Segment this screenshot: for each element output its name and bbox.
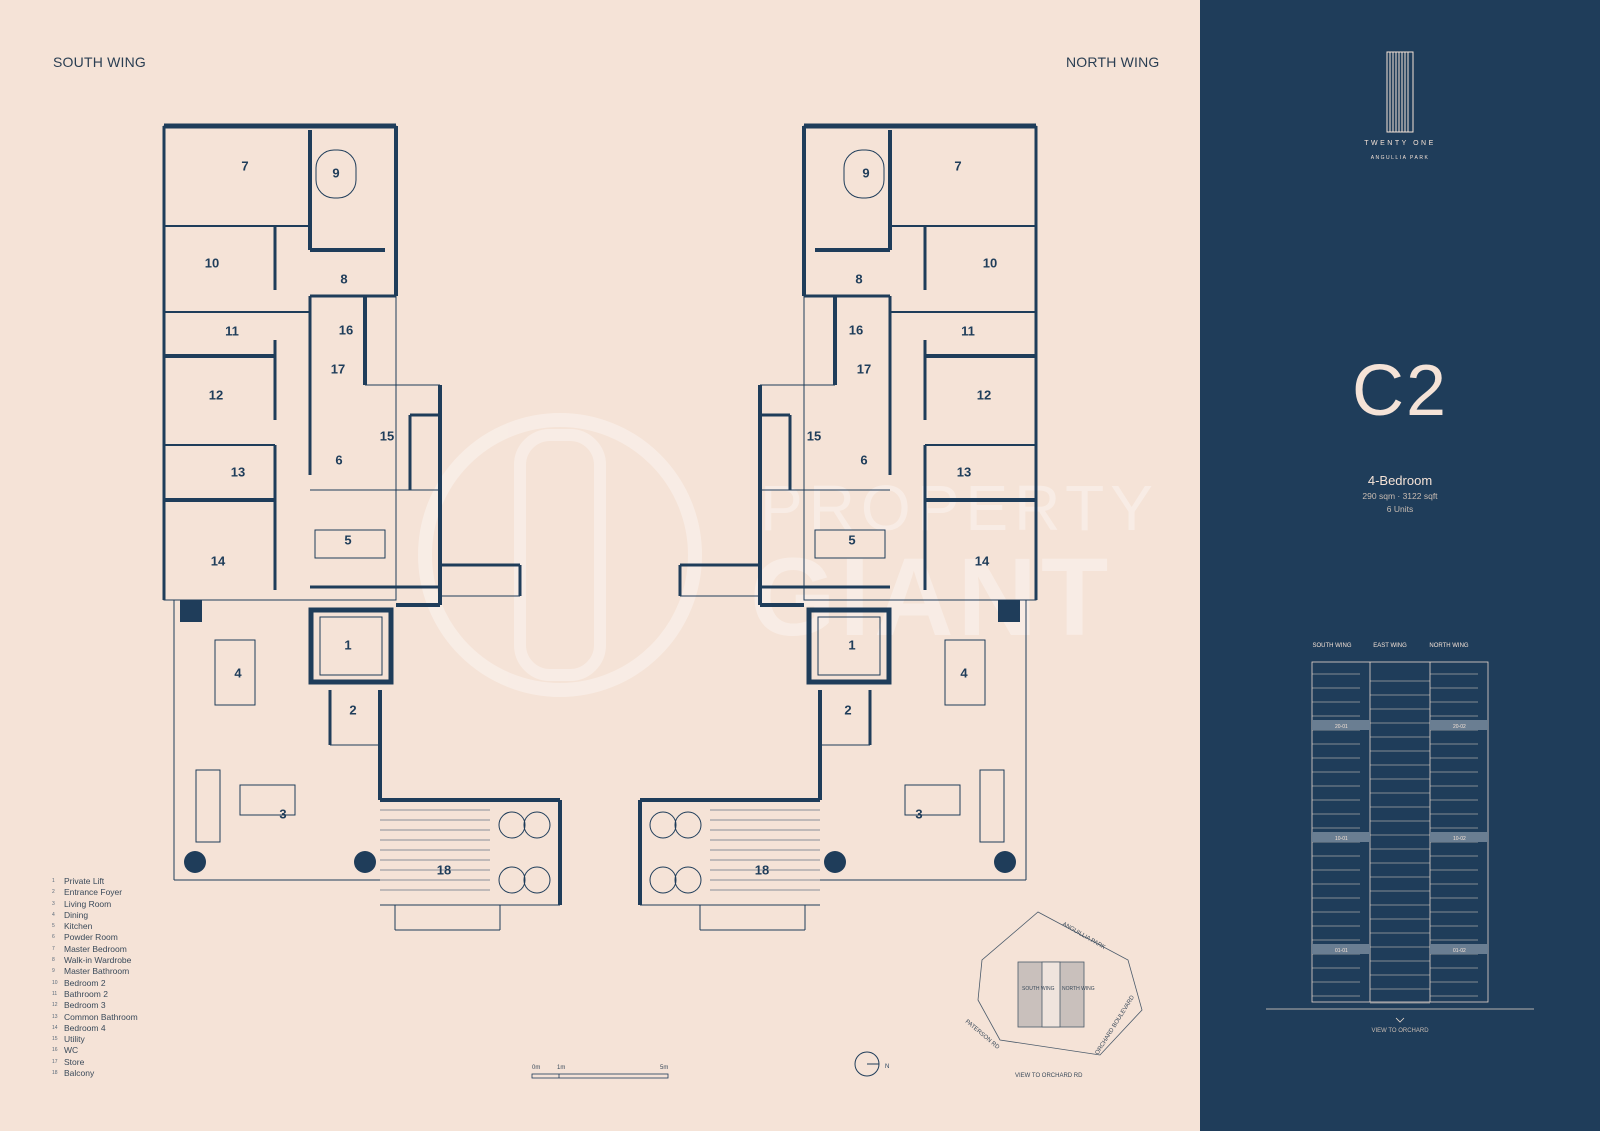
brand-subtitle: ANGULLIA PARK (1370, 155, 1430, 161)
south-room-2: 2 (349, 702, 357, 718)
north-room-5: 5 (848, 532, 856, 548)
plan-area: SOUTH WING NORTH WING PROPERTY GIANT (52, 54, 1160, 1079)
north-room-12: 12 (976, 387, 992, 403)
unit-count: 6 Units (1386, 504, 1414, 514)
south-room-16: 16 (338, 322, 354, 338)
south-room-11: 11 (225, 323, 239, 339)
view-to-orchard-label: VIEW TO ORCHARD (1371, 1028, 1429, 1034)
south-wing-label: SOUTH WING (53, 54, 146, 70)
watermark: PROPERTY GIANT (418, 413, 1159, 697)
south-room-15: 15 (379, 428, 395, 444)
south-room-14: 14 (210, 553, 226, 569)
north-room-10: 10 (982, 255, 998, 271)
brand-logo-icon (1386, 51, 1414, 133)
svg-text:01-01: 01-01 (1335, 948, 1348, 954)
unit-code: C2 (1351, 351, 1449, 431)
south-wing-plan (162, 123, 562, 931)
floor-plan-drawing: PROPERTY GIANT (162, 123, 1159, 1079)
svg-text:1m: 1m (557, 1065, 565, 1071)
south-room-8: 8 (340, 271, 348, 287)
south-room-12: 12 (208, 387, 224, 403)
unit-stacking-diagram: 20-01 20-02 10-01 10-02 01-01 01-02 (1266, 661, 1534, 1023)
north-room-18: 18 (754, 862, 770, 878)
south-room-7: 7 (241, 158, 249, 174)
stack-header-south: SOUTH WING (1312, 643, 1352, 649)
svg-text:20-02: 20-02 (1453, 724, 1466, 730)
south-room-1: 1 (344, 637, 352, 653)
south-room-5: 5 (344, 532, 352, 548)
south-room-17: 17 (330, 361, 346, 377)
north-room-4: 4 (960, 665, 968, 681)
svg-text:VIEW TO ORCHARD RD: VIEW TO ORCHARD RD (1015, 1073, 1083, 1079)
south-room-4: 4 (234, 665, 242, 681)
north-room-14: 14 (974, 553, 990, 569)
stack-header-east: EAST WING (1373, 643, 1407, 649)
svg-text:5m: 5m (660, 1065, 668, 1071)
svg-text:PROPERTY: PROPERTY (760, 472, 1159, 544)
unit-type: 4-Bedroom (1367, 473, 1433, 488)
north-room-13: 13 (956, 464, 972, 480)
svg-text:N: N (885, 1064, 889, 1070)
svg-text:NORTH WING: NORTH WING (1062, 986, 1095, 992)
north-room-16: 16 (848, 322, 864, 338)
south-room-9: 9 (332, 165, 340, 181)
north-room-11: 11 (961, 323, 975, 339)
north-room-17: 17 (856, 361, 872, 377)
north-room-9: 9 (862, 165, 870, 181)
svg-text:ORCHARD BOULEVARD: ORCHARD BOULEVARD (1095, 994, 1137, 1056)
north-room-2: 2 (844, 702, 852, 718)
north-wing-label: NORTH WING (1066, 54, 1160, 70)
stack-header-north: NORTH WING (1429, 643, 1469, 649)
site-plan (977, 911, 1143, 1056)
info-panel: TWENTY ONE ANGULLIA PARK C2 4-Bedroom 29… (1200, 0, 1600, 1131)
svg-text:SOUTH WING: SOUTH WING (1022, 986, 1055, 992)
svg-text:0m: 0m (532, 1065, 540, 1071)
south-room-6: 6 (335, 452, 343, 468)
north-room-3: 3 (915, 806, 923, 822)
svg-text:ANGUILLIA PARK: ANGUILLIA PARK (1061, 922, 1106, 951)
south-room-13: 13 (230, 464, 246, 480)
north-room-7: 7 (954, 158, 962, 174)
svg-text:PATERSON RD: PATERSON RD (964, 1019, 1001, 1051)
north-room-6: 6 (860, 452, 868, 468)
svg-text:20-01: 20-01 (1335, 724, 1348, 730)
south-room-18: 18 (436, 862, 452, 878)
svg-text:01-02: 01-02 (1453, 948, 1466, 954)
scale-bar (531, 1073, 669, 1079)
north-wing-plan (638, 123, 1038, 931)
north-room-15: 15 (806, 428, 822, 444)
south-room-3: 3 (279, 806, 287, 822)
svg-text:10-01: 10-01 (1335, 836, 1348, 842)
brand-name: TWENTY ONE (1364, 140, 1436, 147)
south-room-10: 10 (204, 255, 220, 271)
svg-text:10-02: 10-02 (1453, 836, 1466, 842)
unit-area: 290 sqm · 3122 sqft (1362, 491, 1438, 501)
north-room-8: 8 (855, 271, 863, 287)
north-room-1: 1 (848, 637, 856, 653)
compass-icon (854, 1051, 880, 1077)
